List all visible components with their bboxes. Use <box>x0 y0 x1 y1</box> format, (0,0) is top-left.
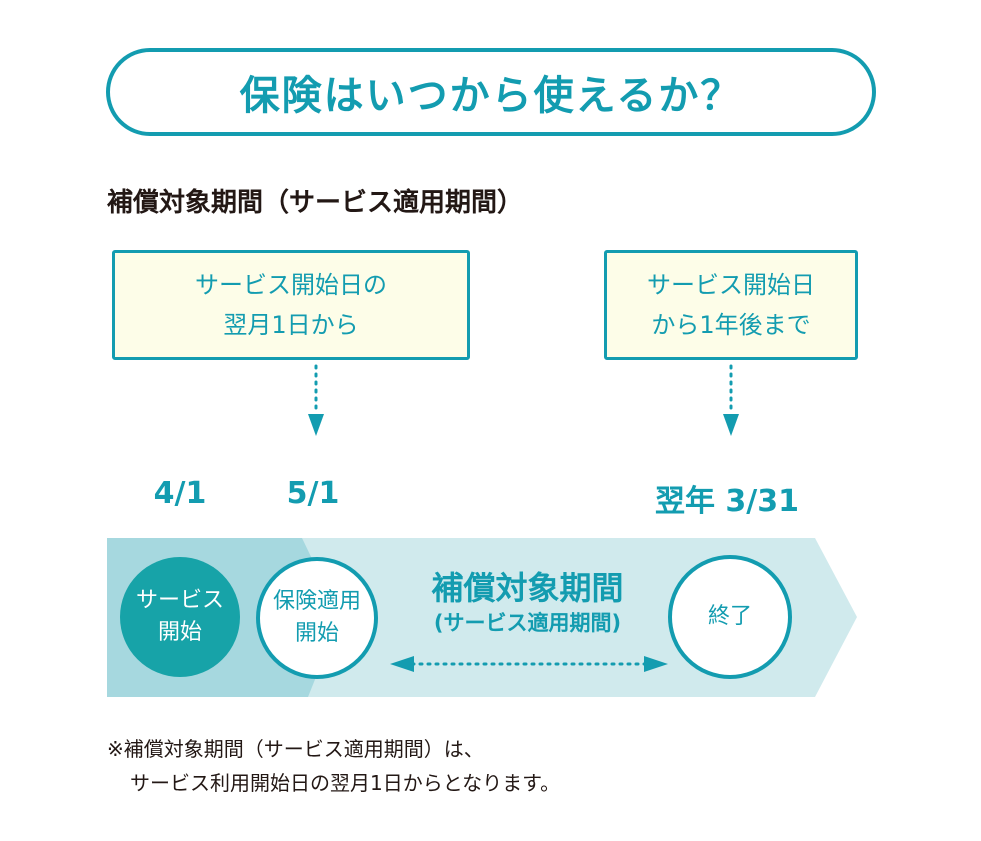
end-circle: 終了 <box>668 555 792 679</box>
period-title: 補償対象期間 <box>431 569 624 607</box>
callout-coverage-end: サービス開始日 から1年後まで <box>604 250 858 360</box>
dotted-down-arrow-icon <box>308 364 324 436</box>
callout-line: サービス開始日の <box>195 271 387 299</box>
double-arrow-icon <box>390 656 668 672</box>
date-coverage-start: 5/1 <box>286 476 340 511</box>
footnote-line: ※補償対象期間（サービス適用期間）は、 <box>107 737 484 761</box>
date-service-start: 4/1 <box>153 476 207 511</box>
date-coverage-end: 翌年 3/31 <box>654 484 800 519</box>
title-banner: 保険はいつから使えるか？ <box>106 48 876 136</box>
callout-line: から1年後まで <box>651 311 811 339</box>
circle-label: 保険適用 <box>272 589 361 614</box>
coverage-period-label: 補償対象期間 (サービス適用期間) <box>385 568 670 638</box>
period-subtitle: (サービス適用期間) <box>433 611 622 635</box>
circle-label: サービス <box>135 588 224 613</box>
callout-line: サービス開始日 <box>647 271 815 299</box>
section-heading: 補償対象期間（サービス適用期間） <box>107 188 524 218</box>
circle-label: 終了 <box>707 604 752 629</box>
title-text: 保険はいつから使えるか？ <box>239 73 743 119</box>
coverage-start-circle: 保険適用 開始 <box>256 557 378 679</box>
dotted-down-arrow-icon <box>723 364 739 436</box>
callout-coverage-start: サービス開始日の 翌月1日から <box>112 250 470 360</box>
callout-line: 翌月1日から <box>223 311 359 339</box>
service-start-circle: サービス 開始 <box>120 557 240 677</box>
circle-label: 開始 <box>157 620 202 645</box>
footnote-line: サービス利用開始日の翌月1日からとなります。 <box>130 771 561 795</box>
circle-label: 開始 <box>294 621 339 646</box>
